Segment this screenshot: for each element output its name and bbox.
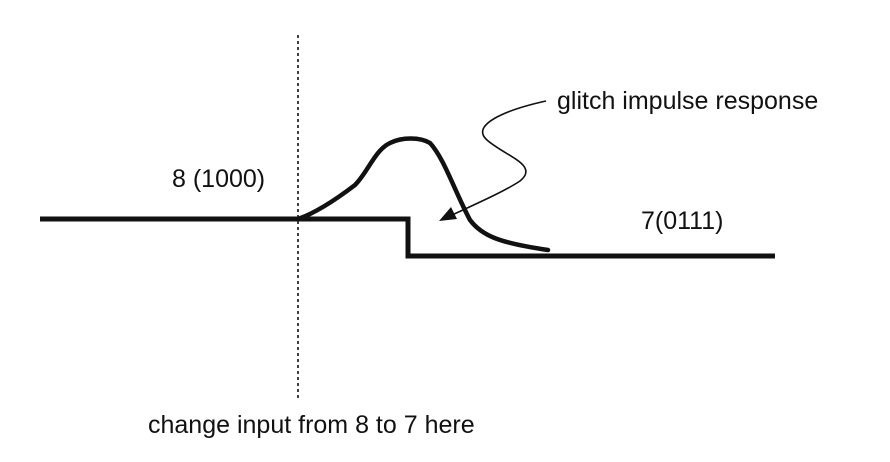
after-value-label: 7(0111) [641, 207, 723, 235]
glitch-leader-arrowhead [439, 207, 457, 221]
step-waveform [40, 216, 775, 259]
glitch-label: glitch impulse response [557, 87, 818, 115]
glitch-leader-line [451, 100, 547, 216]
before-value-label: 8 (1000) [172, 165, 265, 193]
glitch-impulse-curve [295, 136, 551, 253]
change-note-label: change input from 8 to 7 here [148, 411, 475, 439]
